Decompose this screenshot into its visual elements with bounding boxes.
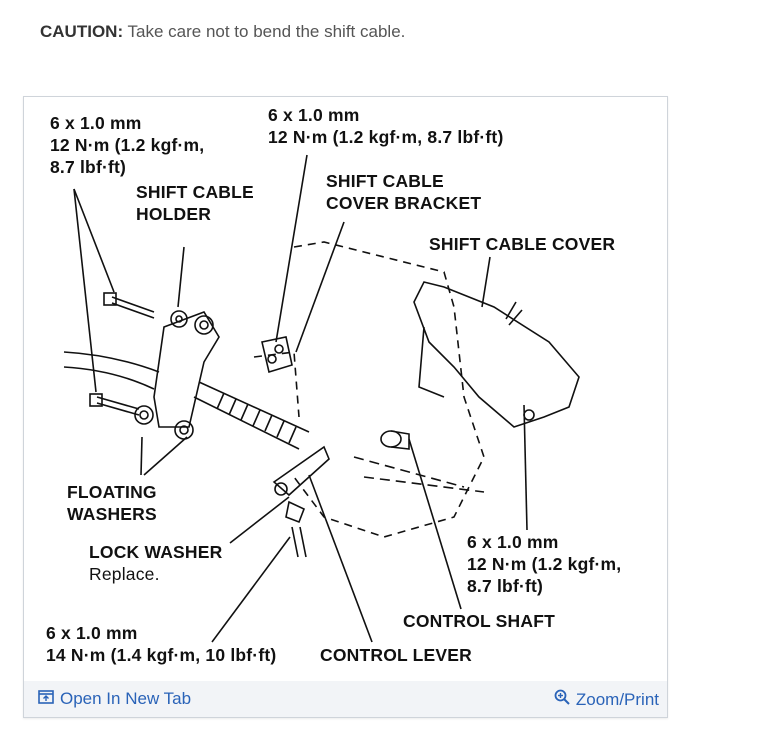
label-control-shaft: CONTROL SHAFT <box>403 611 555 631</box>
bolt-top-size: 6 x 1.0 mm <box>268 105 360 125</box>
lock-washer-title: LOCK WASHER <box>89 542 223 562</box>
washers-line2: WASHERS <box>67 504 157 524</box>
label-shift-cable-cover-bracket: SHIFT CABLE COVER BRACKET <box>326 170 481 214</box>
bolt-right-torque: 12 N·m (1.2 kgf·m, <box>467 554 622 574</box>
caution-note: CAUTION: Take care not to bend the shift… <box>40 22 405 42</box>
zoom-print-link[interactable]: Zoom/Print <box>554 689 659 710</box>
lock-washer-note: Replace. <box>89 564 160 584</box>
diagram-footer: Open In New Tab Zoom/Print <box>24 681 667 717</box>
open-new-tab-link[interactable]: Open In New Tab <box>38 689 191 709</box>
bolt-left-size: 6 x 1.0 mm <box>50 113 142 133</box>
bolt-right-torque-lbf: 8.7 lbf·ft) <box>467 576 544 596</box>
open-new-tab-icon <box>38 689 54 709</box>
bracket-line2: COVER BRACKET <box>326 193 482 213</box>
label-shift-cable-cover: SHIFT CABLE COVER <box>429 234 616 254</box>
bolt-spec-bottom: 6 x 1.0 mm 14 N·m (1.4 kgf·m, 10 lbf·ft) <box>46 622 276 666</box>
label-floating-washers: FLOATING WASHERS <box>67 481 157 525</box>
caution-text: Take care not to bend the shift cable. <box>123 22 406 41</box>
bolt-bottom-torque: 14 N·m (1.4 kgf·m, 10 lbf·ft) <box>46 645 277 665</box>
diagram-frame: 6 x 1.0 mm 12 N·m (1.2 kgf·m, 8.7 lbf·ft… <box>23 96 668 718</box>
label-shift-cable-holder: SHIFT CABLE HOLDER <box>136 181 254 225</box>
zoom-print-label: Zoom/Print <box>575 689 659 709</box>
bolt-right-size: 6 x 1.0 mm <box>467 532 559 552</box>
bolt-bottom-size: 6 x 1.0 mm <box>46 623 138 643</box>
bolt-spec-right: 6 x 1.0 mm 12 N·m (1.2 kgf·m, 8.7 lbf·ft… <box>467 531 621 597</box>
diagram-drawing <box>63 154 580 643</box>
bracket-line1: SHIFT CABLE <box>326 171 444 191</box>
shift-cable-diagram: 6 x 1.0 mm 12 N·m (1.2 kgf·m, 8.7 lbf·ft… <box>24 97 667 680</box>
holder-line1: SHIFT CABLE <box>136 182 254 202</box>
label-lock-washer: LOCK WASHER Replace. <box>89 541 222 585</box>
zoom-icon <box>554 689 570 710</box>
washers-line1: FLOATING <box>67 482 157 502</box>
label-control-lever: CONTROL LEVER <box>320 645 473 665</box>
holder-line2: HOLDER <box>136 204 212 224</box>
bolt-top-torque: 12 N·m (1.2 kgf·m, 8.7 lbf·ft) <box>268 127 504 147</box>
bolt-left-torque-lbf: 8.7 lbf·ft) <box>50 157 127 177</box>
caution-label: CAUTION: <box>40 22 124 41</box>
open-new-tab-label: Open In New Tab <box>60 689 192 708</box>
bolt-left-torque: 12 N·m (1.2 kgf·m, <box>50 135 205 155</box>
bolt-spec-top: 6 x 1.0 mm 12 N·m (1.2 kgf·m, 8.7 lbf·ft… <box>268 104 503 148</box>
bolt-spec-left: 6 x 1.0 mm 12 N·m (1.2 kgf·m, 8.7 lbf·ft… <box>50 112 204 178</box>
